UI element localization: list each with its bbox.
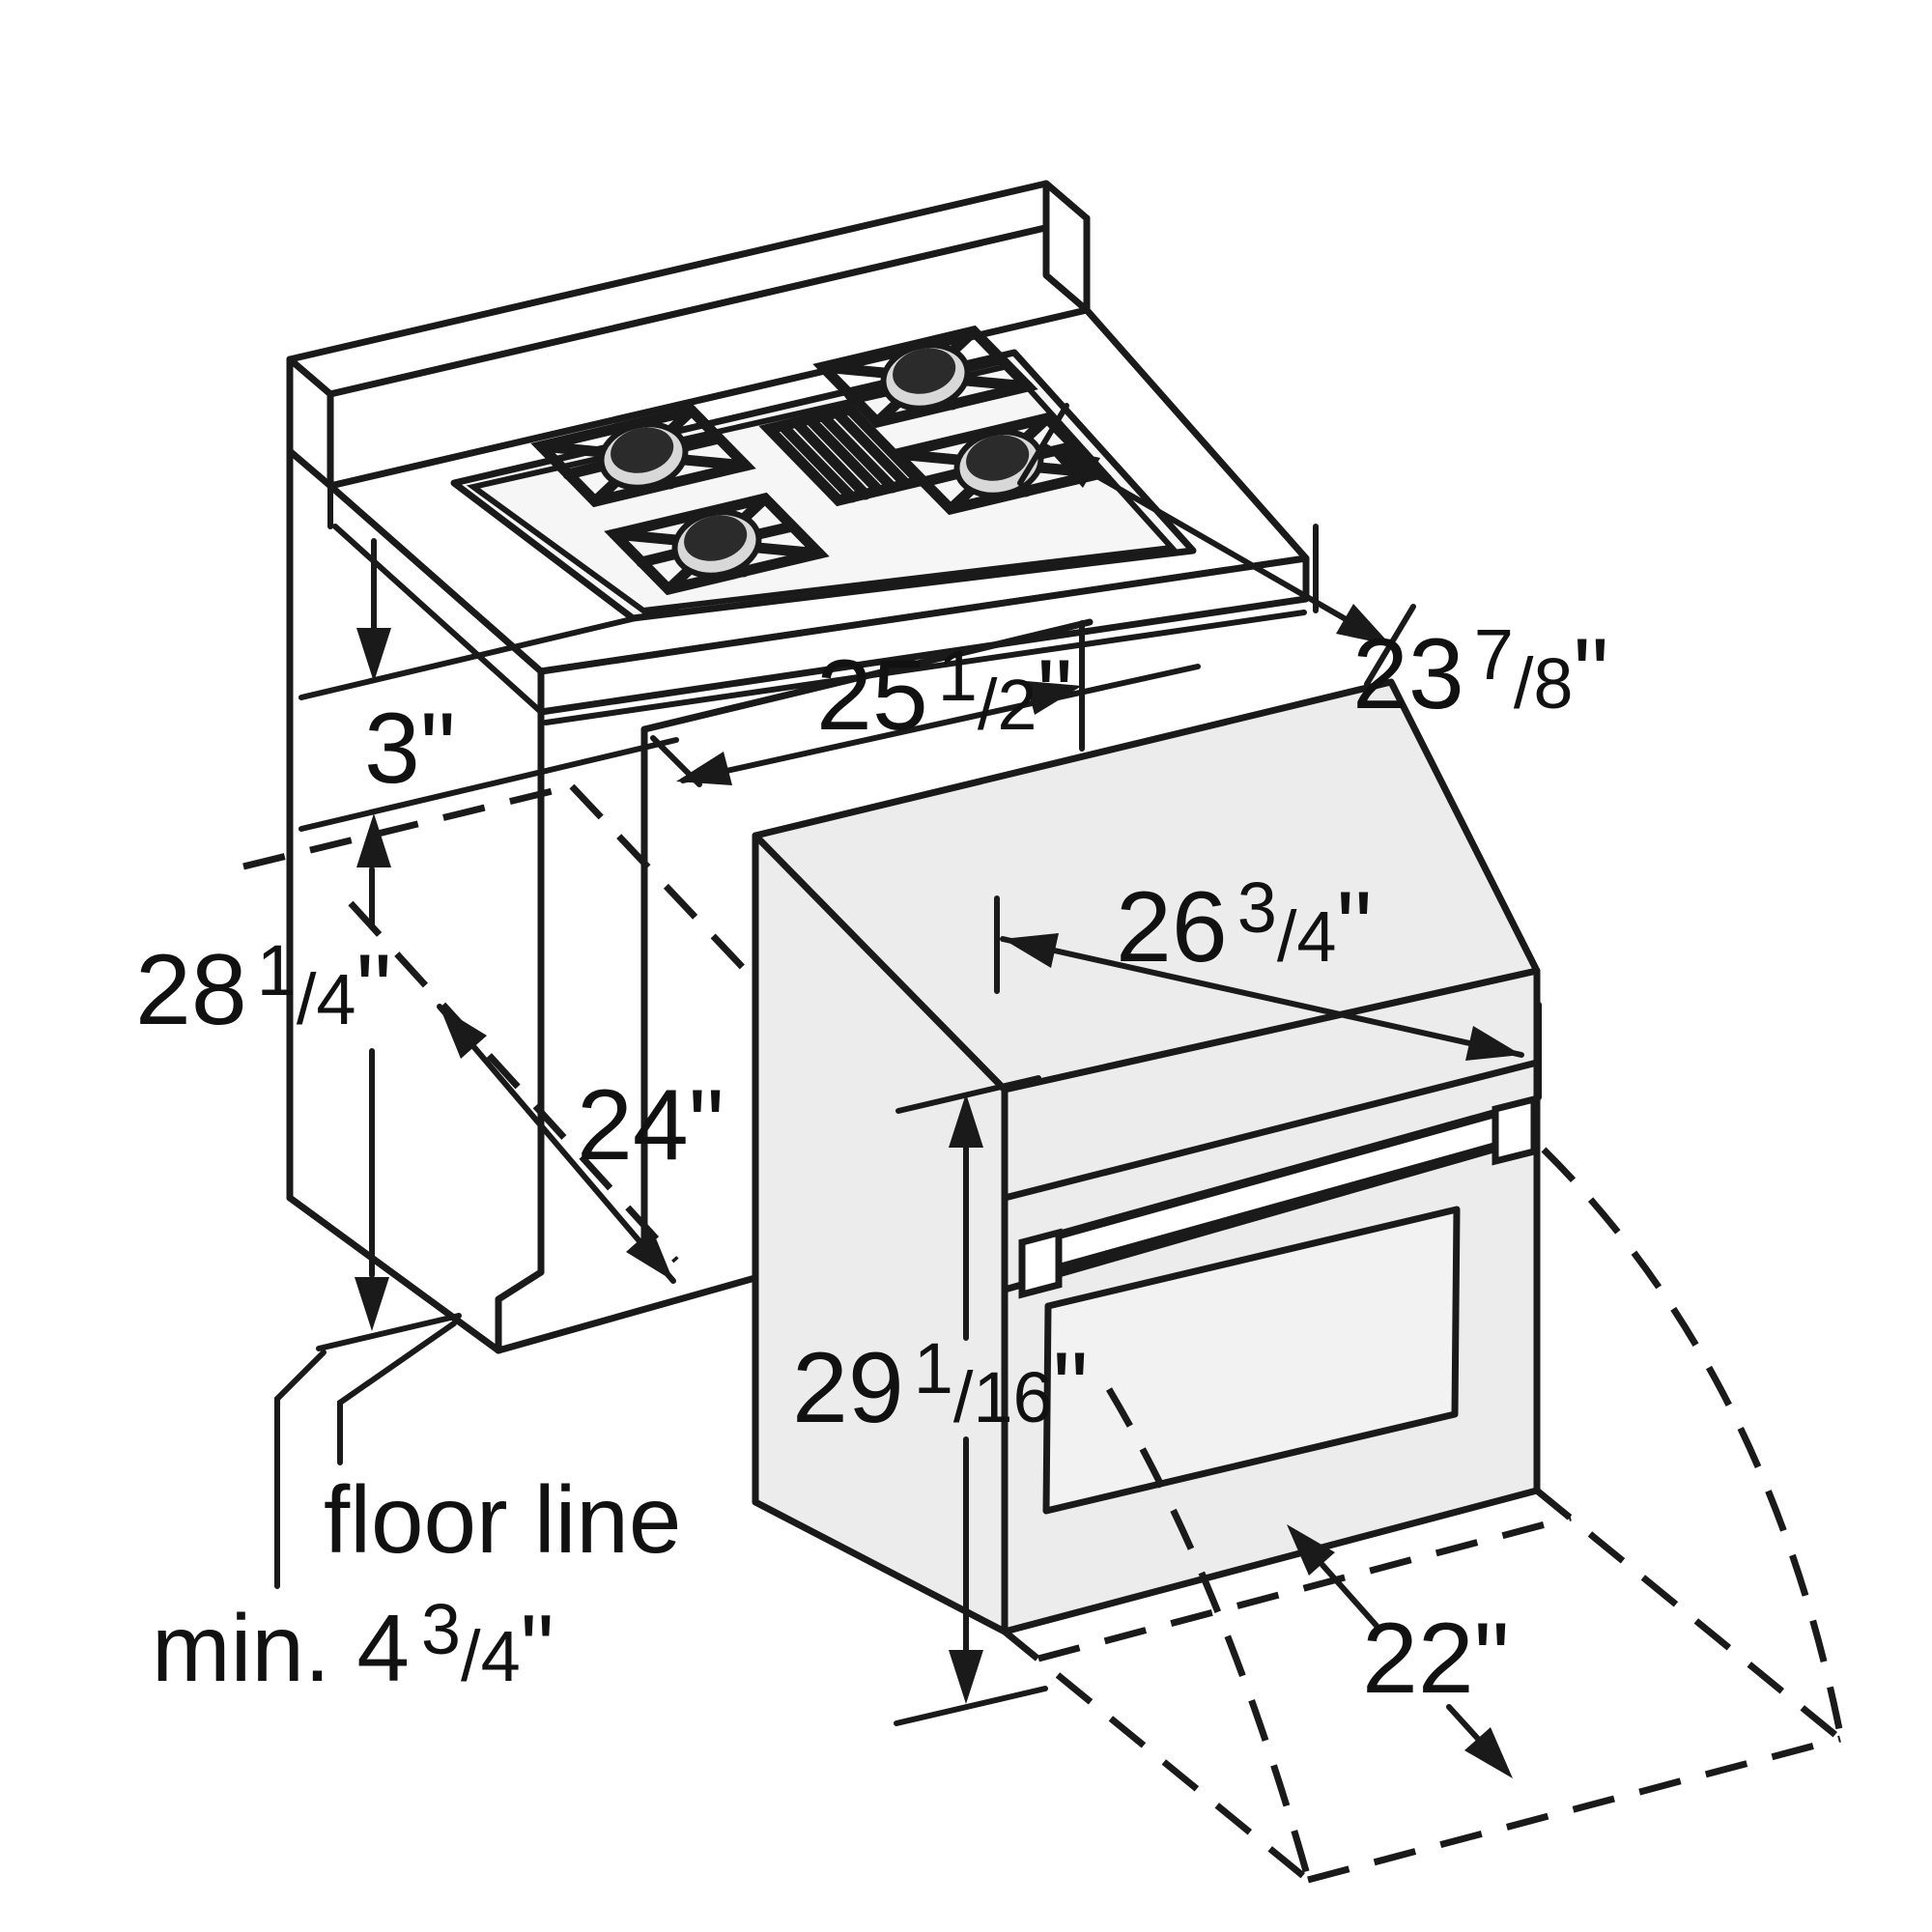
hidden-depth-edge-right <box>569 783 752 977</box>
burner-cap <box>684 515 748 561</box>
open-door-right-edge <box>1534 1488 1843 1742</box>
opening-top-edge <box>640 618 1094 733</box>
dimension-line <box>1000 936 1524 1058</box>
dimension-line <box>1042 443 1394 648</box>
extension-upper <box>1017 403 1069 486</box>
arrowhead-down <box>949 1650 983 1704</box>
cabinet-bottom-left-edge <box>286 1194 502 1354</box>
dimension-line <box>680 664 1201 783</box>
arrowhead-down <box>355 1277 389 1331</box>
oven-unit <box>752 678 1541 1635</box>
tick-bottom <box>894 1686 1048 1726</box>
hidden-back-edge <box>242 782 573 870</box>
cooktop <box>450 325 1197 622</box>
oven-door-handle <box>1018 1094 1538 1299</box>
leader-short <box>337 1321 457 1465</box>
arrowhead-lower <box>1336 604 1391 645</box>
dimension-24in: 24" <box>437 1004 724 1284</box>
arrowhead-lower <box>1464 1727 1513 1778</box>
arrowhead-upper <box>440 1007 487 1059</box>
arrowhead-up <box>949 1094 983 1148</box>
arrowhead-right <box>1465 1026 1521 1061</box>
door-swing-projection <box>1002 1147 1844 1884</box>
oven-door-window <box>1042 1206 1461 1515</box>
arrowhead-right <box>1026 681 1082 715</box>
oven-trim-line <box>1001 1059 1541 1202</box>
shaft-lower <box>1446 1704 1481 1742</box>
tick-top <box>895 1075 1041 1114</box>
griddle <box>758 403 930 507</box>
leader-long <box>274 1350 327 1589</box>
floor-line-label: floor line <box>324 1466 681 1573</box>
open-door-thickness-line <box>1037 1514 1572 1662</box>
toe-kick-notch <box>495 1268 545 1354</box>
open-door-far-edge <box>1307 1735 1841 1884</box>
burner-grate-back-right <box>812 325 1038 429</box>
burner-cap <box>611 427 674 473</box>
burner-grate-back-left <box>530 404 756 508</box>
arrowhead-upper <box>1045 446 1100 488</box>
counter-left-band-edge <box>332 524 544 715</box>
door-swing-arc-left <box>1105 1387 1312 1879</box>
dimension-label-22: 22" <box>1362 1603 1510 1715</box>
hidden-depth-edge-left <box>348 900 679 1264</box>
cooktop-panel-inner-line <box>466 362 1179 614</box>
cabinet-front-top-edge <box>543 610 1307 725</box>
arrowhead-left <box>676 752 732 785</box>
tick-counter-bottom <box>298 737 679 832</box>
dimension-22in: 22" <box>1287 1524 1513 1778</box>
burner-cap <box>893 348 956 394</box>
tick-floor <box>316 1313 462 1351</box>
handle-right-foot <box>1492 1094 1538 1166</box>
burner-grate-front-left <box>604 492 830 596</box>
dimension-label-3: 3" <box>364 693 456 805</box>
arrowhead-left <box>1003 933 1059 968</box>
arrowhead-up <box>356 813 391 867</box>
shaft-upper <box>1320 1562 1379 1629</box>
handle-left-foot <box>1018 1228 1063 1299</box>
dimension-3in: 3" <box>298 538 679 832</box>
hidden-interior-lines <box>242 782 752 1264</box>
door-swing-arc-right <box>1541 1147 1844 1735</box>
burner-cap <box>966 435 1030 481</box>
open-door-left-edge <box>1002 1629 1311 1883</box>
arrowhead-down <box>356 628 391 682</box>
extension-lower <box>1364 604 1416 687</box>
dimension-line <box>437 1004 676 1284</box>
tick-counter-top <box>298 606 679 700</box>
dimension-label-24: 24" <box>577 1069 724 1181</box>
arrowhead-lower <box>626 1229 673 1281</box>
